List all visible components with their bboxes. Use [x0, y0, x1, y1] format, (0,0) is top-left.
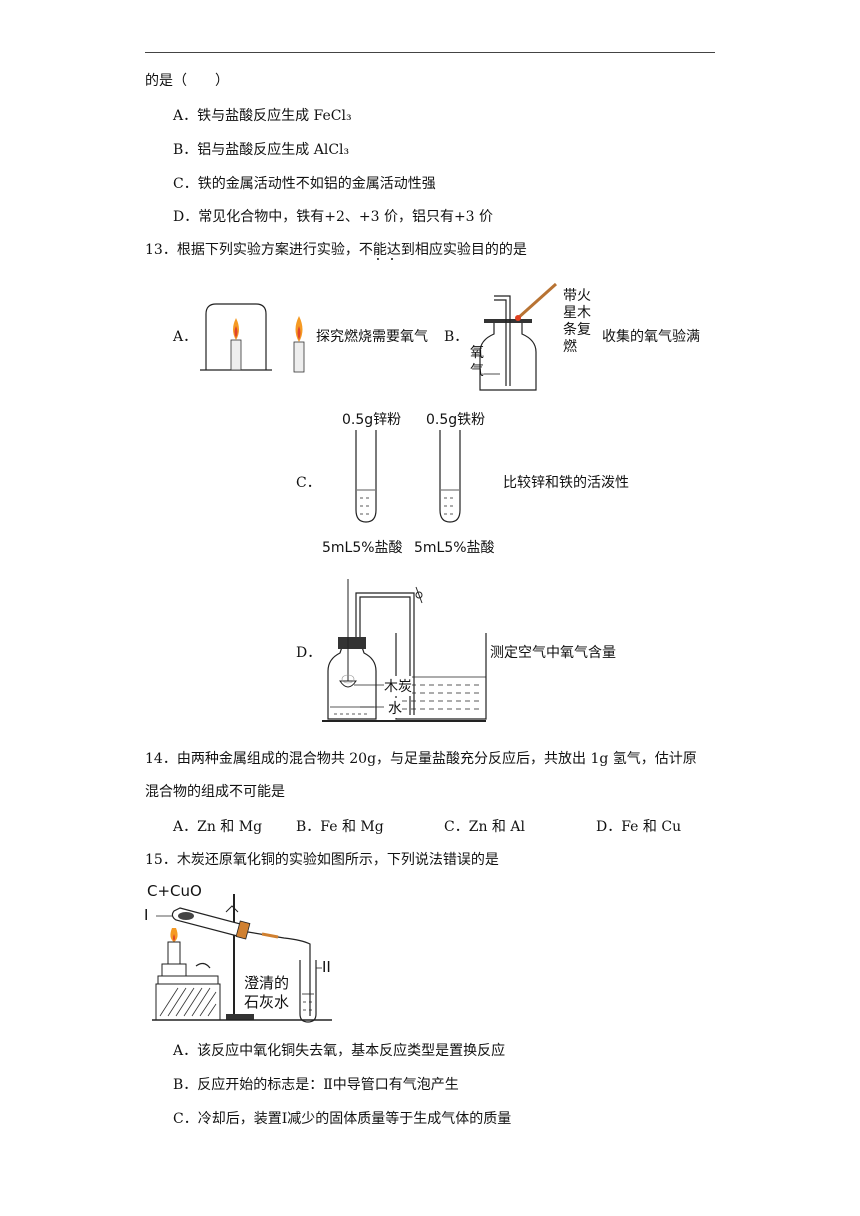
oxygen-content-figure [322, 579, 487, 722]
q13-c-letter: C． [296, 475, 321, 491]
splint-label: 带火星木条复燃 [563, 288, 591, 355]
water-label: 水 [388, 698, 402, 718]
q15-option-b: B．反应开始的标志是：Ⅱ中导管口有气泡产生 [173, 1077, 459, 1093]
zinc-powder-label: 0.5g锌粉 [342, 412, 402, 428]
q12-option-d: D．常见化合物中，铁有+2、+3 价，铝只有+3 价 [173, 209, 494, 225]
q13-d-letter: D． [296, 645, 322, 661]
q13-b-letter: B． [444, 329, 469, 345]
oxygen-bottle-figure [479, 282, 558, 391]
q12-option-c: C．铁的金属活动性不如铝的金属活动性强 [173, 176, 436, 192]
test-tubes-figure [355, 430, 461, 523]
q12-option-a: A．铁与盐酸反应生成 FeCl₃ [173, 108, 352, 124]
q14-option-b: B．Fe 和 Mg [296, 819, 384, 835]
limewater-label: 澄清的石灰水 [244, 974, 290, 1011]
q13-c-purpose: 比较锌和铁的活泼性 [503, 475, 629, 491]
q15-option-c: C．冷却后，装置Ⅰ减少的固体质量等于生成气体的质量 [173, 1111, 512, 1127]
q13-a-purpose: 探究燃烧需要氧气 [316, 329, 428, 345]
header-rule [145, 52, 715, 53]
q13-stem: 13．根据下列实验方案进行实验，不能达到相应实验目的的是 [145, 242, 527, 258]
q14-option-a: A．Zn 和 Mg [173, 819, 263, 835]
charcoal-reduction-figure [152, 894, 332, 1023]
q14-stem-line2: 混合物的组成不可能是 [145, 784, 285, 800]
reactants-label: C+CuO [147, 882, 202, 900]
q12-stem-tail: 的是（ ） [145, 73, 229, 89]
q15-option-a: A．该反应中氧化铜失去氧，基本反应类型是置换反应 [173, 1043, 506, 1059]
q13-b-purpose: 收集的氧气验满 [602, 329, 700, 345]
hcl-label-2: 5mL5%盐酸 [414, 540, 495, 556]
hcl-label-1: 5mL5%盐酸 [322, 540, 403, 556]
q12-option-b: B．铝与盐酸反应生成 AlCl₃ [173, 142, 350, 158]
q14-option-c: C．Zn 和 Al [444, 819, 525, 835]
q13-a-letter: A． [173, 329, 198, 345]
oxygen-label: 氧气 [470, 345, 484, 379]
device-ii-label: II [322, 958, 331, 976]
candle-experiment-figure [200, 303, 305, 373]
iron-powder-label: 0.5g铁粉 [426, 412, 486, 428]
q13-d-purpose: 测定空气中氧气含量 [490, 645, 616, 661]
emphasis-dot [391, 258, 393, 260]
q15-stem: 15．木炭还原氧化铜的实验如图所示，下列说法错误的是 [145, 852, 499, 868]
q14-option-d: D．Fe 和 Cu [596, 819, 682, 835]
charcoal-label: 木炭 [384, 676, 412, 696]
emphasis-dot [377, 258, 379, 260]
q14-stem-line1: 14．由两种金属组成的混合物共 20g，与足量盐酸充分反应后，共放出 1g 氢气… [145, 751, 697, 767]
device-i-label: I [144, 906, 149, 924]
